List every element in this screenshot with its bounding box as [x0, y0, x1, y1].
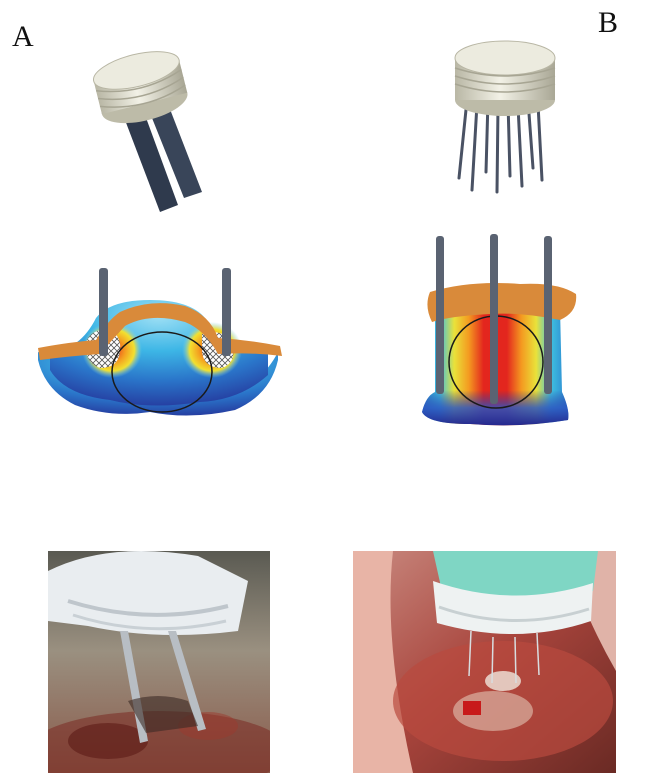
electrode-a-right [222, 268, 231, 356]
surgical-photo-a [48, 551, 270, 773]
needle-b-center [490, 234, 498, 404]
needle-b-right [544, 236, 552, 394]
applicator-cap-b [455, 41, 555, 116]
surgical-photo-b [353, 551, 616, 773]
panel-a-applicator [90, 44, 202, 212]
electrode-a-left [99, 268, 108, 356]
panel-b-applicator [455, 41, 555, 192]
panel-b-field-diagram [422, 234, 576, 425]
needle-b-left [436, 236, 444, 394]
applicator-cap-a [90, 44, 192, 130]
panel-a-field-diagram [38, 268, 282, 416]
surgical-plate-electrode-photo-icon [48, 551, 270, 773]
surgical-needle-electrode-photo-icon [353, 551, 616, 773]
